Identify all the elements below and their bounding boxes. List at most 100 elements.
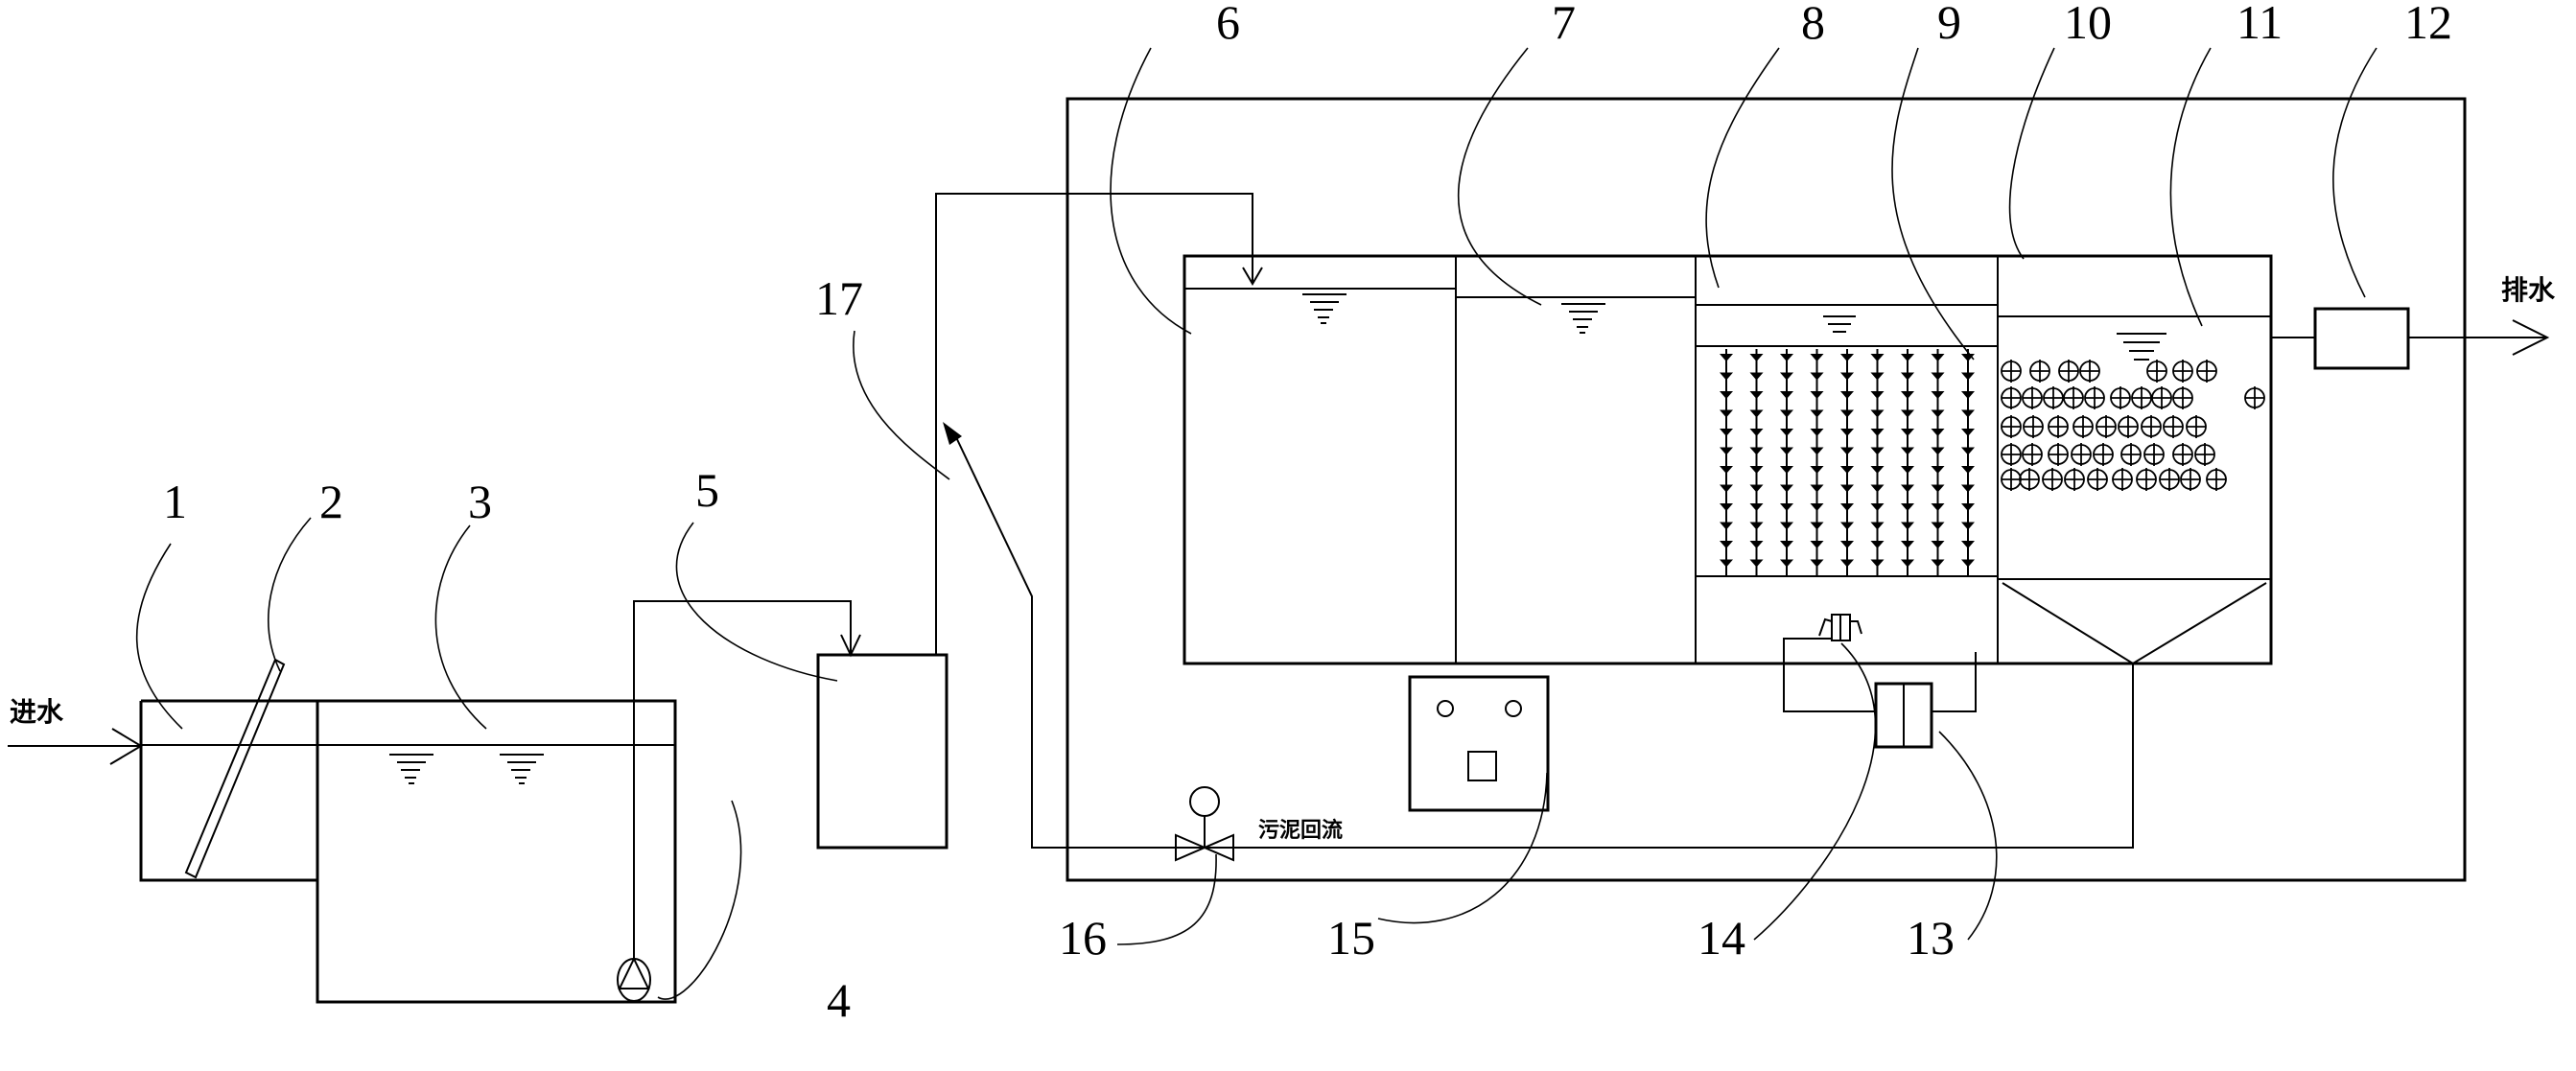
media-tuft-icon [1720,447,1733,455]
callout-6: 6 [1216,0,1240,49]
media-tuft-icon [1780,354,1793,361]
media-tuft-icon [1780,541,1793,548]
filler-ball-icon [2194,443,2215,466]
media-tuft-icon [1810,447,1824,455]
filler-ball-icon [2023,415,2044,438]
media-tuft-icon [1931,522,1945,530]
media-tuft-icon [1840,447,1854,455]
media-tuft-icon [1720,541,1733,548]
media-tuft-icon [1961,409,1975,418]
media-tuft-icon [1870,484,1885,493]
media-tuft-icon [1720,391,1733,399]
air-pipe [1783,638,1876,712]
sludge-return-valve [1175,786,1234,862]
media-tuft-icon [1840,391,1854,399]
media-tuft-icon [1780,429,1793,436]
media-tuft-icon [1840,541,1854,548]
media-tuft-icon [1840,354,1854,361]
gauge-icon [1437,700,1454,717]
filler-ball-icon [2172,386,2193,409]
filler-ball-icon [2022,443,2043,466]
media-tuft-icon [1840,522,1854,530]
filler-ball-icon [2196,360,2217,383]
flow-arrow-icon [943,422,962,445]
media-tuft-icon [1810,391,1824,399]
filler-ball-icon [2064,468,2085,491]
media-tuft-icon [1810,522,1824,530]
filler-ball-icon [2084,386,2105,409]
filler-ball-icon [2143,443,2165,466]
callout-15: 15 [1327,911,1375,965]
media-tuft-icon [1720,409,1733,418]
media-tuft-icon [1901,354,1914,361]
filler-ball-icon [2159,468,2180,491]
media-tuft-icon [1931,559,1945,568]
filler-ball-icon [2001,468,2022,491]
water-level-icon [1823,315,1856,333]
filler-ball-icon [2163,415,2184,438]
flow-arrow-icon [1242,267,1263,286]
media-tuft-icon [1780,522,1793,530]
media-tuft-icon [1901,484,1914,493]
water-level-icon [1561,303,1605,334]
filler-ball-icon [2093,443,2114,466]
media-tuft-icon [1749,466,1764,474]
media-tuft-icon [1720,503,1733,511]
switch-icon [1467,751,1497,781]
filler-ball-icon [2001,415,2022,438]
sludge-return-label: 污泥回流 [1258,818,1343,843]
filler-ball-icon [2151,386,2172,409]
media-string [1931,349,1945,576]
media-tuft-icon [1901,391,1914,399]
media-tuft-icon [1901,503,1914,511]
media-tuft-icon [1810,503,1824,511]
filler-ball-icon [2172,360,2193,383]
media-tuft-icon [1931,354,1945,361]
media-tuft-icon [1961,391,1975,399]
media-tuft-icon [1931,466,1945,474]
media-tuft-icon [1749,391,1764,399]
media-tuft-icon [1901,466,1914,474]
callout-leaders [135,47,2377,1000]
media-tuft-icon [1749,429,1764,436]
media-tuft-icon [1810,484,1824,493]
callout-1: 1 [163,475,187,528]
aerator [1818,614,1862,641]
callout-11: 11 [2236,0,2283,49]
media-tuft-icon [1720,466,1733,474]
inlet-arrow [8,728,143,765]
filler-ball-icon [2141,415,2162,438]
filler-balls [2001,360,2265,491]
filler-ball-icon [2180,468,2201,491]
media-tuft-icon [1870,541,1885,548]
transfer-pipe [935,193,1253,655]
media-tuft-icon [1961,503,1975,511]
media-tuft-icon [1720,372,1733,381]
callout-10: 10 [2064,0,2112,49]
water-level-icon [500,754,544,784]
media-tuft-icon [1931,429,1945,436]
media-tuft-icon [1961,559,1975,568]
callout-2: 2 [319,475,343,528]
filler-ball-icon [2112,468,2133,491]
filler-ball-icon [2087,468,2108,491]
control-cabinet [1408,675,1550,812]
media-tuft-icon [1780,484,1793,493]
media-tuft-icon [1901,447,1914,455]
media-string [1901,349,1914,576]
filler-ball-icon [2042,468,2063,491]
media-tuft-icon [1931,484,1945,493]
media-tuft-icon [1961,522,1975,530]
filler-ball-icon [2048,443,2069,466]
blower [1874,682,1933,749]
head-tank [816,653,948,850]
filler-ball-icon [2136,468,2157,491]
media-string [1961,349,1975,576]
media-tuft-icon [1749,372,1764,381]
media-tuft-icon [1810,429,1824,436]
filler-ball-icon [2073,415,2094,438]
media-tuft-icon [1870,559,1885,568]
media-string [1749,349,1764,576]
outlet-arrow [2408,319,2550,356]
bar-screen [184,658,286,879]
